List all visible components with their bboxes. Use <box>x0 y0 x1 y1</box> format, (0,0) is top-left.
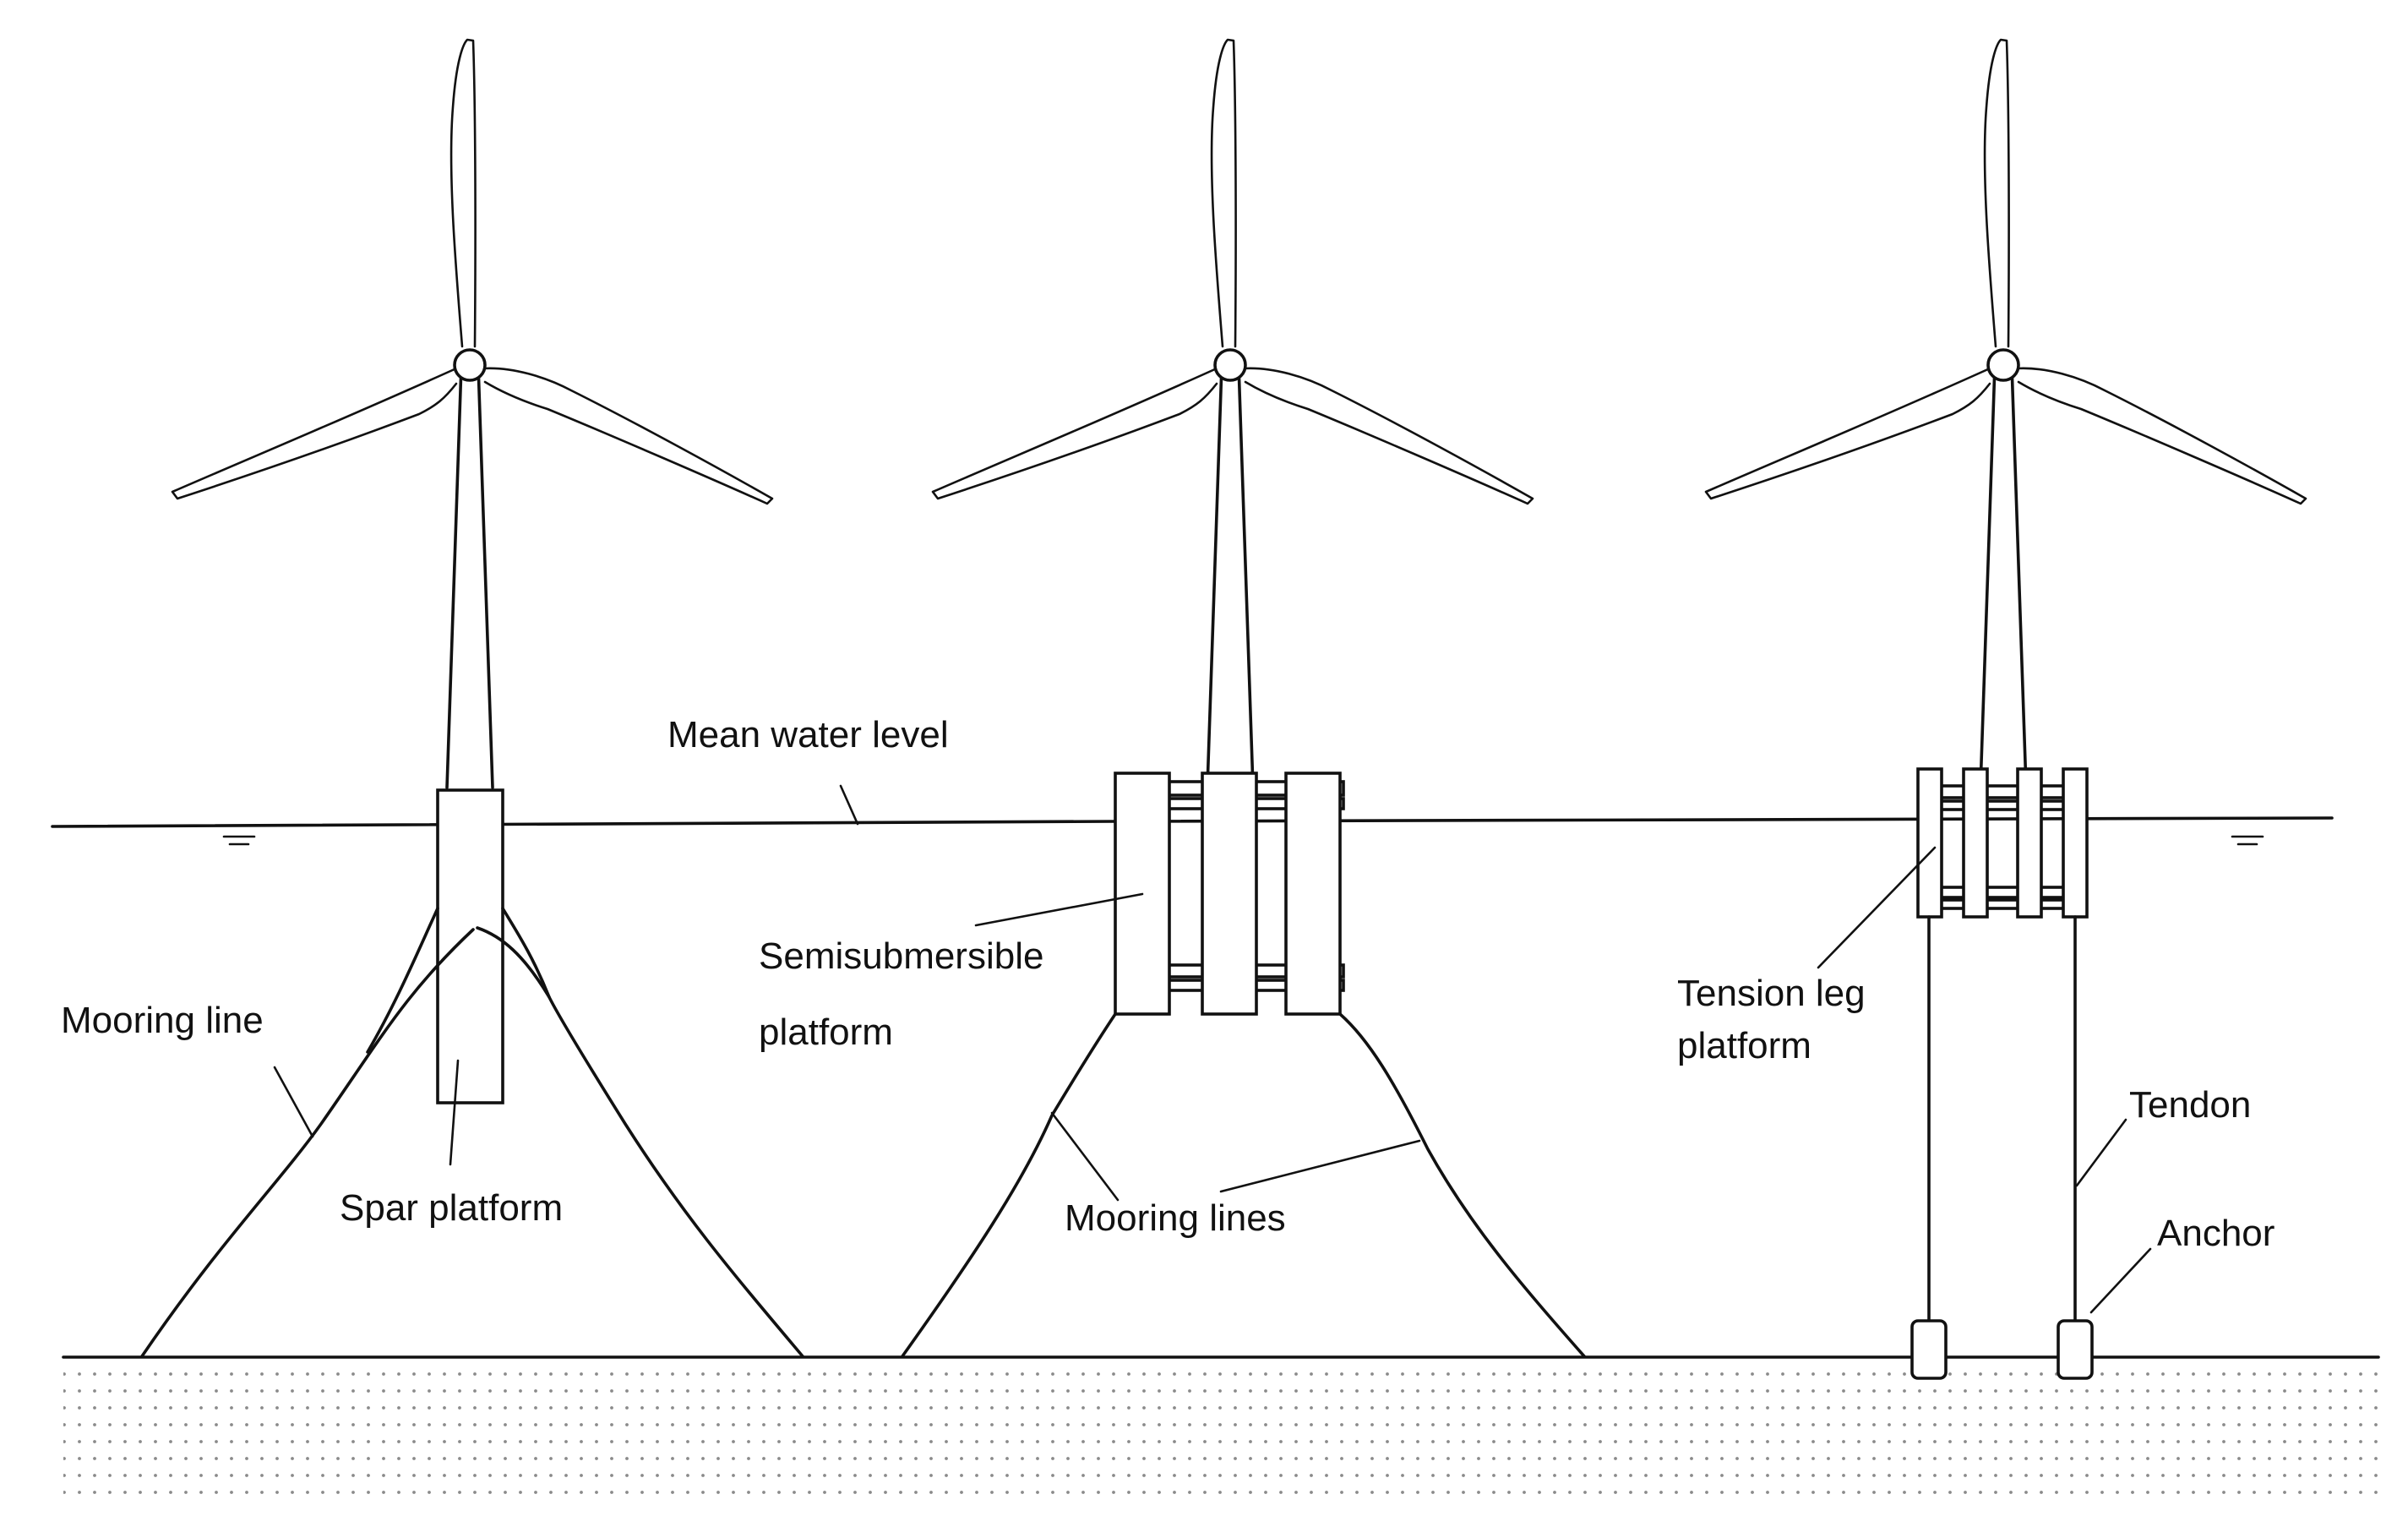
semisub-column-right <box>1284 772 1342 1016</box>
tlp-brace-upper2 <box>1937 799 2068 811</box>
spar-turbine-rotor-icon <box>171 38 774 789</box>
leader-mean-water-level <box>839 784 859 826</box>
semisub-turbine-rotor-icon <box>931 38 1534 789</box>
leader-tension-leg <box>1817 846 1937 969</box>
tlp-brace-lower <box>1937 886 2068 899</box>
label-semisubmersible-line2: platform <box>759 1012 893 1053</box>
spar-mooring-line-left <box>140 928 475 1358</box>
leader-semisubmersible <box>974 892 1144 927</box>
mean-water-level-line <box>51 816 2334 828</box>
tlp-column-2 <box>1962 767 1989 919</box>
spar-turbine <box>140 38 804 1358</box>
spar-platform <box>436 788 504 1104</box>
spar-mooring-line-right <box>476 926 804 1358</box>
seabed <box>63 1359 2378 1494</box>
tlp-column-4 <box>2062 767 2089 919</box>
tlp-brace-lower2 <box>1937 898 2068 910</box>
label-tendon: Tendon <box>2129 1084 2251 1126</box>
label-semisubmersible-line1: Semisubmersible <box>759 935 1043 977</box>
leader-spar-platform <box>449 1059 460 1166</box>
label-mooring-lines: Mooring lines <box>1065 1197 1286 1239</box>
label-spar-platform: Spar platform <box>340 1187 563 1229</box>
tlp-anchor-left <box>1910 1319 1948 1380</box>
label-anchor: Anchor <box>2157 1213 2275 1254</box>
label-tension-leg-line2: platform <box>1677 1025 1811 1066</box>
label-mean-water-level: Mean water level <box>667 714 949 755</box>
tlp-column-1 <box>1916 767 1943 919</box>
semisub-column-centre <box>1201 772 1258 1016</box>
tlp-anchor-right <box>2057 1319 2094 1380</box>
water-level-symbol-icon-left <box>222 835 256 846</box>
leader-mooring-lines-left <box>1050 1111 1120 1202</box>
tlp-column-3 <box>2016 767 2043 919</box>
tlp-brace-upper <box>1937 784 2068 799</box>
leader-mooring-lines-right <box>1219 1139 1421 1193</box>
label-mooring-line: Mooring line <box>61 1000 264 1041</box>
tlp-turbine-rotor-icon <box>1704 38 2307 789</box>
semisub-mooring-line-right <box>1338 1012 1586 1358</box>
semisubmersible-turbine <box>901 38 1586 1358</box>
spar-mooring-line-right-upper <box>501 907 551 999</box>
leader-anchor <box>2089 1247 2152 1314</box>
tension-leg-turbine <box>1704 38 2307 1380</box>
semisub-mooring-line-left <box>901 1012 1117 1358</box>
water-level-symbol-icon-right <box>2231 835 2264 846</box>
leader-mooring-line <box>273 1066 314 1138</box>
spar-mooring-line-left-upper <box>366 907 439 1054</box>
label-tension-leg-line1: Tension leg <box>1677 973 1866 1014</box>
leader-tendon <box>2075 1118 2127 1187</box>
